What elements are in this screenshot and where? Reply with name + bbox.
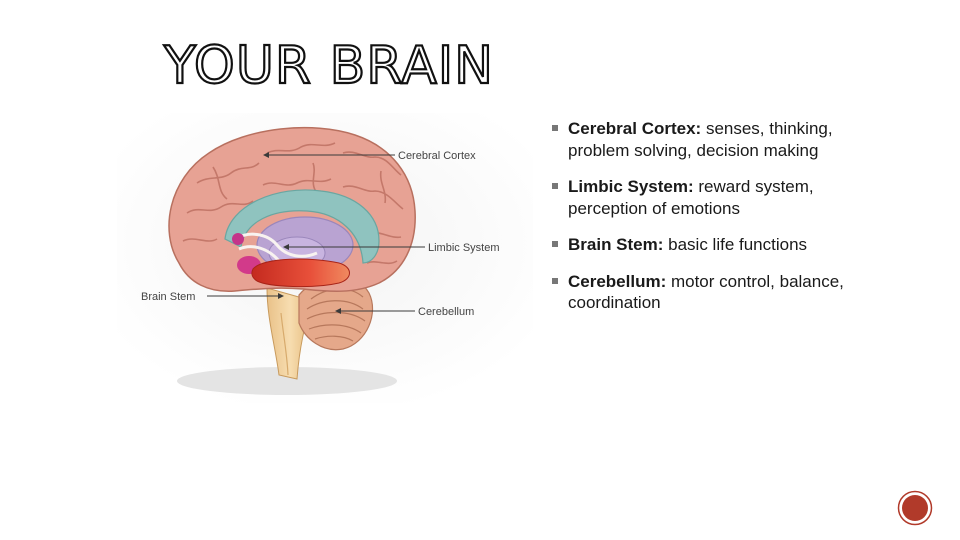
cerebellum-shape [298, 276, 374, 351]
label-cerebral-cortex: Cerebral Cortex [398, 150, 476, 162]
square-bullet-icon [552, 277, 558, 284]
label-brain-stem: Brain Stem [141, 291, 195, 303]
bullet-item: Cerebral Cortex: senses, thinking, probl… [551, 118, 851, 161]
limbic-arch [224, 189, 380, 264]
red-structure [251, 258, 350, 288]
bullet-list: Cerebral Cortex: senses, thinking, probl… [551, 118, 851, 329]
page-badge-icon [897, 490, 933, 526]
pointer-lines [207, 154, 425, 312]
bullet-text: motor control, balance, coordination [568, 271, 844, 313]
bullet-text: senses, thinking, problem solving, decis… [568, 119, 833, 160]
bullet-item: Limbic System: reward system, perception… [551, 176, 851, 219]
magenta-structure-upper [232, 233, 244, 245]
pointer-arrows [263, 152, 341, 314]
square-bullet-icon [552, 183, 558, 189]
label-limbic-system: Limbic System [428, 242, 500, 254]
label-cerebellum: Cerebellum [418, 306, 474, 318]
slide-title: YOUR BRAIN [163, 35, 495, 97]
bullet-text: basic life functions [663, 235, 808, 254]
square-bullet-icon [552, 125, 558, 131]
square-bullet-icon [552, 241, 558, 247]
brain-diagram: Cerebral Cortex Limbic System Brain Stem… [117, 113, 533, 403]
bullet-item: Cerebellum: motor control, balance, coor… [551, 271, 851, 314]
pathways [236, 232, 318, 263]
shadow [177, 367, 397, 395]
bullet-term: Cerebral Cortex: [568, 119, 702, 138]
bullet-term: Limbic System: [568, 177, 694, 196]
bullet-item: Brain Stem: basic life functions [551, 234, 851, 256]
brain-illustration: Cerebral Cortex Limbic System Brain Stem… [117, 113, 533, 403]
bullet-text: reward system, perception of emotions [568, 177, 814, 218]
bullet-term: Cerebellum: [568, 271, 667, 291]
bullet-term: Brain Stem: [568, 235, 664, 254]
